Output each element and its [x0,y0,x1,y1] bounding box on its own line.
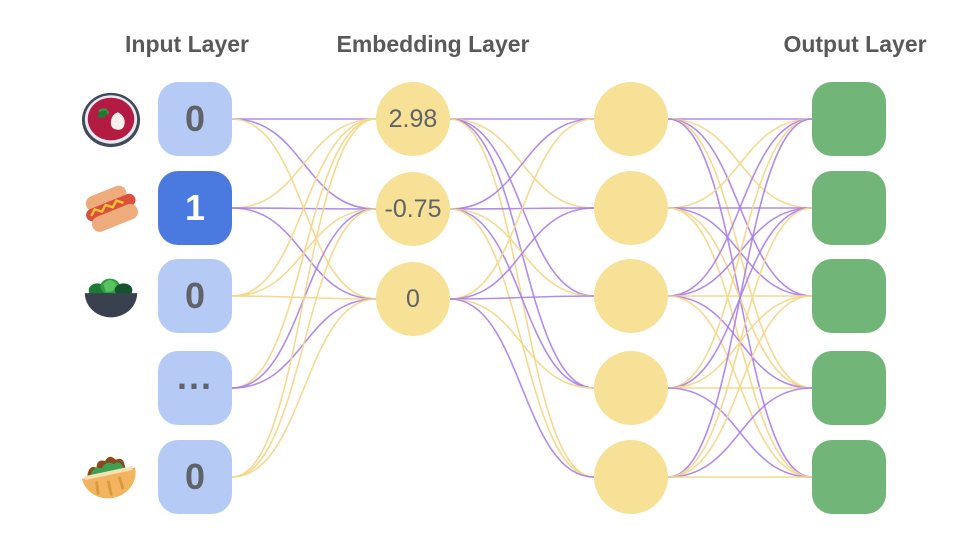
connection-edge [231,118,377,389]
embedding-node-1: -0.75 [376,172,450,246]
connection-edge [667,118,813,297]
connection-edge [449,295,595,300]
salad-bowl-icon [80,265,142,327]
connection-edge [449,298,595,478]
connection-edge [231,118,377,209]
input-node-hotdog: 1 [158,171,232,245]
connection-edge [231,208,377,478]
output-node-2 [812,259,886,333]
hidden-node-0 [594,82,668,156]
connection-edge [667,207,813,478]
hidden-node-1 [594,171,668,245]
output-layer-title: Output Layer [783,31,927,57]
output-node-3 [812,351,886,425]
connection-edge [667,118,813,478]
borscht-bowl-icon [80,88,142,150]
output-node-4 [812,440,886,514]
connection-edge [667,387,813,478]
input-node-pita: 0 [158,440,232,514]
connection-edge [231,118,377,297]
output-node-1 [812,171,886,245]
connection-edge [231,298,377,478]
embedding-node-0: 2.98 [376,82,450,156]
connection-edge [449,208,595,389]
pita-sandwich-icon [78,444,140,506]
hidden-node-4 [594,440,668,514]
hidden-node-3 [594,351,668,425]
connection-edge [667,295,813,478]
connection-edge [449,298,595,389]
input-node-ellipsis: ... [158,351,232,425]
connection-edge [449,207,595,300]
embedding-layer-title: Embedding Layer [336,31,530,57]
connection-edge [667,118,813,209]
input-node-salad: 0 [158,259,232,333]
hidden-node-2 [594,259,668,333]
output-node-0 [812,82,886,156]
connection-edge [231,118,377,478]
hotdog-icon [80,177,142,239]
embedding-node-2: 0 [376,262,450,336]
connection-edge [667,118,813,389]
connection-edge [449,118,595,300]
input-node-borscht: 0 [158,82,232,156]
connection-edge [449,118,595,210]
input-layer-title: Input Layer [125,31,249,57]
